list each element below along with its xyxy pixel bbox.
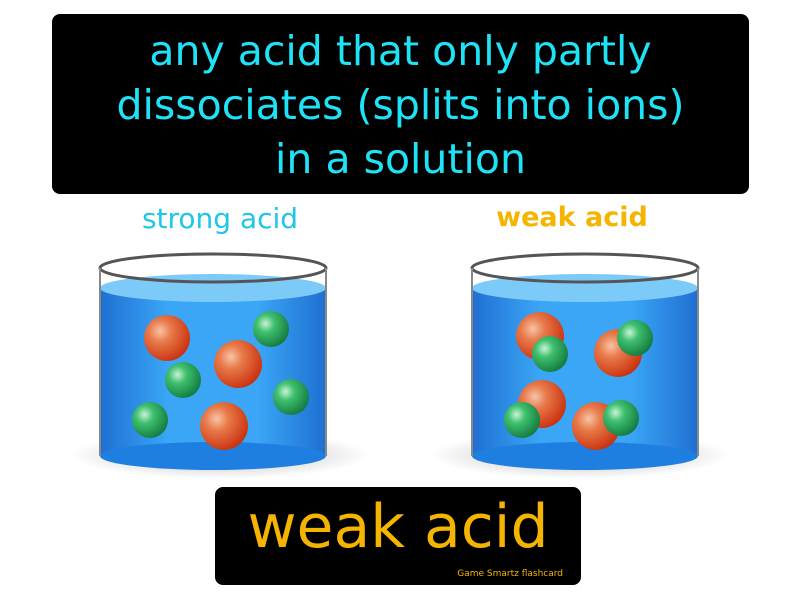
green-ion — [253, 311, 289, 347]
green-ion — [273, 379, 309, 415]
green-ion — [504, 402, 540, 438]
definition-line-3: in a solution — [275, 135, 526, 183]
term-box: weak acid Game Smartz flashcard — [215, 487, 581, 585]
term-title: weak acid — [247, 492, 549, 562]
green-ion — [532, 336, 568, 372]
beaker-water-bottom — [100, 442, 326, 470]
definition-line-2: dissociates (splits into ions) — [116, 81, 685, 129]
beaker-water-bottom — [472, 442, 698, 470]
weak-acid-label: weak acid — [496, 202, 648, 233]
strong-acid-label: strong acid — [141, 202, 299, 235]
green-ion — [603, 400, 639, 436]
red-ion — [144, 315, 190, 361]
red-ion — [214, 340, 262, 388]
red-ion — [200, 402, 248, 450]
green-ion — [165, 362, 201, 398]
definition-box: any acid that only partly dissociates (s… — [52, 14, 749, 194]
green-ion — [132, 402, 168, 438]
green-ion — [617, 320, 653, 356]
weak-acid-beaker — [430, 252, 730, 479]
strong-acid-beaker — [70, 252, 370, 479]
credit-text: Game Smartz flashcard — [457, 569, 563, 579]
definition-line-1: any acid that only partly — [149, 27, 652, 75]
